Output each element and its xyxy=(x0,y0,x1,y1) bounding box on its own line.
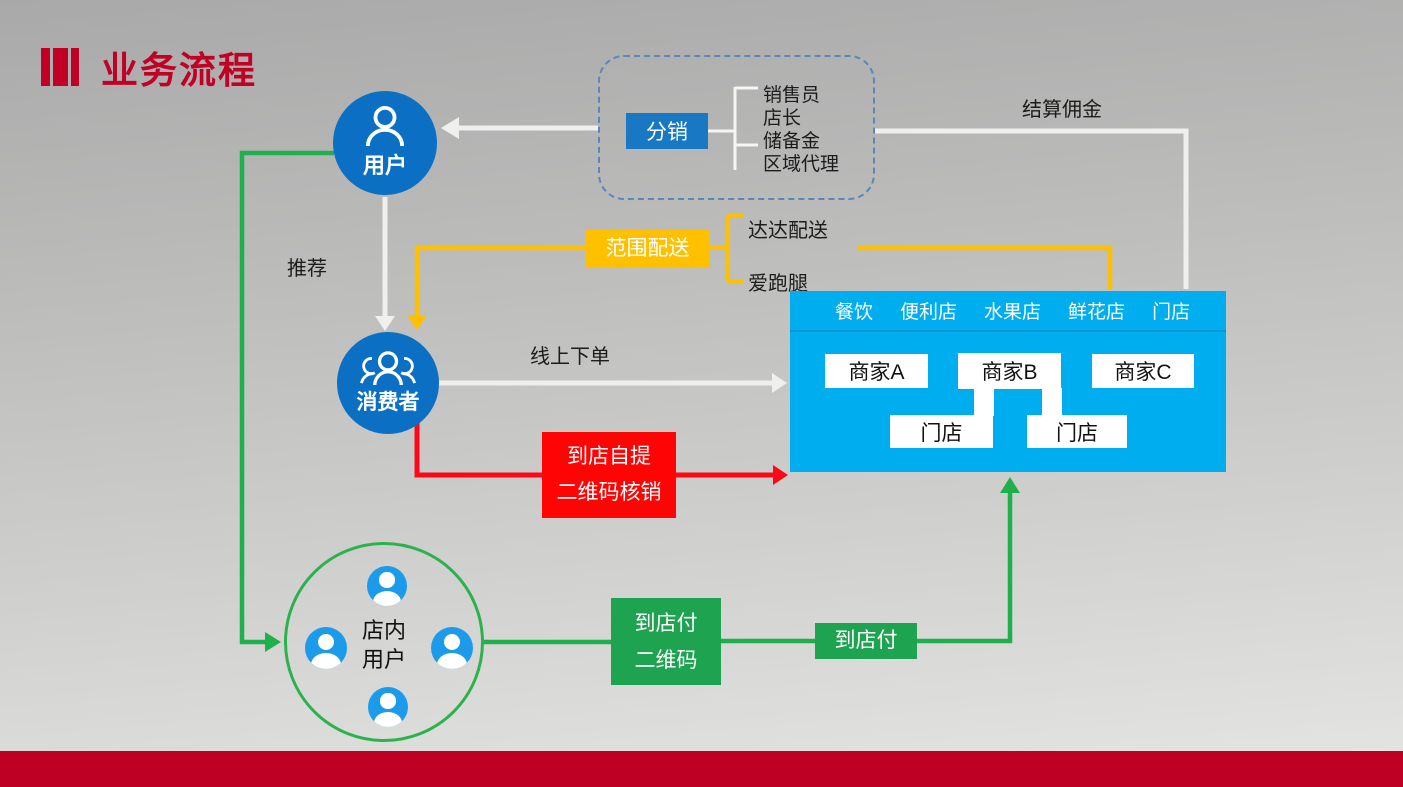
pay-qr-line2: 二维码 xyxy=(634,648,698,672)
pay-qr-node: 到店付 二维码 xyxy=(611,598,721,685)
delivery-item: 达达配送 xyxy=(748,218,828,242)
delivery-node: 范围配送 xyxy=(585,230,710,267)
arrowhead-right-to-panel xyxy=(772,373,787,393)
bottom-accent-bar xyxy=(0,751,1403,787)
distribution-item: 店长 xyxy=(763,107,802,129)
instore-users-group: 店内 用户 xyxy=(284,542,484,742)
green-pay-to-panel-line xyxy=(917,492,1013,644)
tab-fruit[interactable]: 水果店 xyxy=(984,302,1042,323)
consumer-node-label: 消费者 xyxy=(356,390,420,414)
merchant-a-node: 商家A xyxy=(825,354,928,388)
red-consumer-to-pickup-line xyxy=(414,420,543,478)
yellow-delivery-to-consumer-line xyxy=(414,245,585,316)
user-node: 用户 xyxy=(333,91,437,195)
page-title: 业务流程 xyxy=(101,50,257,91)
avatar-icon xyxy=(368,687,408,727)
tab-restaurant[interactable]: 餐饮 xyxy=(835,302,874,323)
commission-path xyxy=(875,128,1189,289)
merchants-panel: 餐饮 便利店 水果店 鲜花店 门店 商家A 商家B 商家C 门店 门店 xyxy=(790,291,1226,472)
avatar-icon xyxy=(431,627,473,669)
instore-users-label: 店内 用户 xyxy=(287,616,481,674)
merchant-b-store2-connector xyxy=(1042,388,1062,416)
avatar-icon xyxy=(367,566,407,606)
pay-qr-line1: 到店付 xyxy=(634,611,698,635)
distribution-item: 销售员 xyxy=(763,84,821,106)
tab-flower[interactable]: 鲜花店 xyxy=(1068,302,1126,323)
user-node-label: 用户 xyxy=(362,153,407,178)
online-order-label: 线上下单 xyxy=(530,344,610,368)
delivery-bracket xyxy=(710,213,743,283)
pickup-node: 到店自提 二维码核销 xyxy=(542,432,676,518)
pickup-line2: 二维码核销 xyxy=(556,481,662,504)
merchant-c-node: 商家C xyxy=(1092,354,1194,388)
arrowhead-green-to-panel xyxy=(1000,477,1020,493)
pay-node: 到店付 xyxy=(815,623,917,659)
avatar-icon xyxy=(305,627,347,669)
tab-convenience[interactable]: 便利店 xyxy=(900,302,958,323)
arrowhead-red-to-panel xyxy=(773,465,788,485)
consumer-node: 消费者 xyxy=(337,332,439,434)
distribution-node: 分销 xyxy=(626,113,708,149)
tab-store[interactable]: 门店 xyxy=(1152,302,1191,323)
person-icon xyxy=(365,106,405,146)
merchant-b-node: 商家B xyxy=(958,353,1061,389)
group-icon xyxy=(360,350,416,385)
distribution-item: 区域代理 xyxy=(763,153,840,175)
yellow-delivery-to-panel-line xyxy=(858,245,1113,290)
store-node-1: 门店 xyxy=(890,415,993,448)
arrowhead-green-to-instore xyxy=(265,632,281,652)
distribution-group-outline xyxy=(598,55,875,200)
page-title-row: 业务流程 xyxy=(41,40,257,94)
instore-label-line2: 用户 xyxy=(361,647,406,672)
merchants-panel-tabs: 餐饮 便利店 水果店 鲜花店 门店 xyxy=(790,291,1226,332)
pickup-line1: 到店自提 xyxy=(567,445,651,468)
title-bars-icon xyxy=(41,48,79,86)
arrowhead-yellow-to-consumer xyxy=(407,315,427,330)
commission-label: 结算佣金 xyxy=(1022,97,1102,121)
store-node-2: 门店 xyxy=(1027,415,1127,448)
distribution-items: 销售员 店长 储备金 区域代理 xyxy=(763,84,839,176)
arrowhead-down-to-consumer xyxy=(375,316,395,331)
arrowhead-left-to-user xyxy=(441,117,459,139)
instore-label-line1: 店内 xyxy=(361,618,406,643)
recommend-label: 推荐 xyxy=(287,256,327,280)
distribution-item: 储备金 xyxy=(763,130,821,152)
merchant-b-store1-connector xyxy=(974,388,994,416)
